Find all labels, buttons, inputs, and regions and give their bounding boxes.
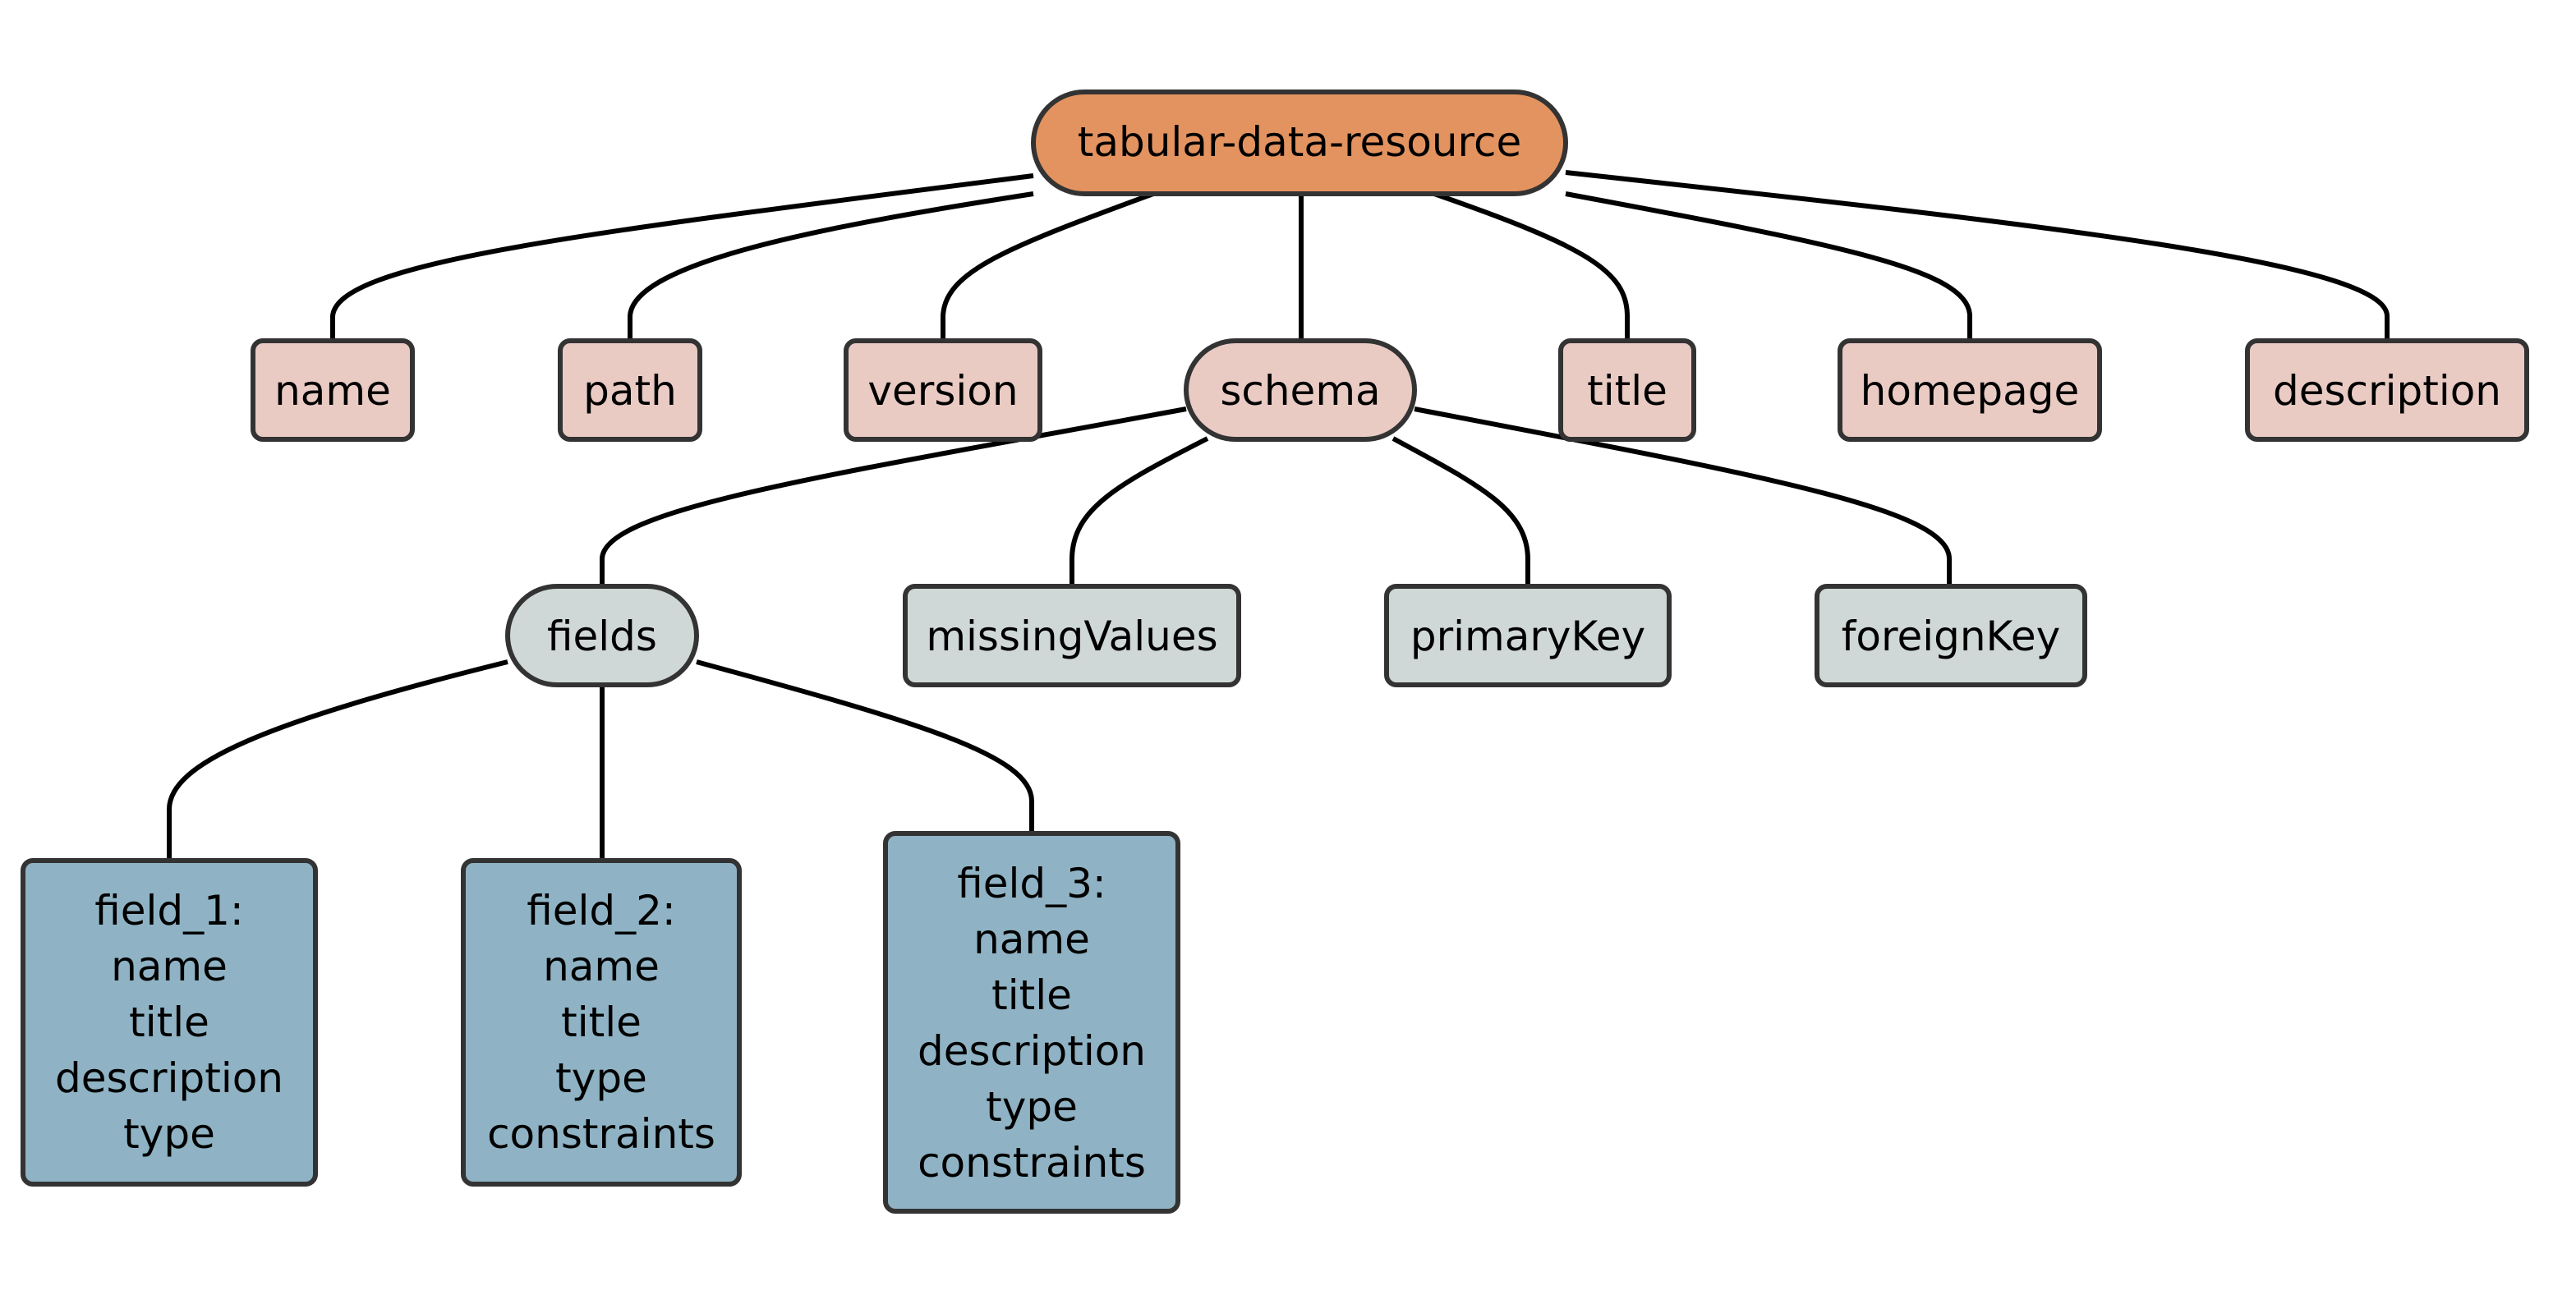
node-missingValues: missingValues	[903, 584, 1241, 687]
node-description: description	[2245, 338, 2529, 442]
node-schema: schema	[1184, 338, 1417, 442]
node-homepage: homepage	[1838, 338, 2102, 442]
node-field_3-line-5: type	[986, 1083, 1078, 1131]
node-missingValues-label: missingValues	[926, 613, 1217, 660]
node-version: version	[844, 338, 1042, 442]
node-field_2-line-1: field_2:	[527, 887, 676, 934]
node-fields-label: fields	[547, 613, 657, 660]
edge-root-version	[941, 191, 1155, 341]
edges	[167, 170, 2390, 861]
node-field_1-line-4: description	[55, 1054, 283, 1102]
edge-root-title	[1433, 191, 1630, 341]
node-version-label: version	[867, 367, 1018, 415]
node-field_3-line-1: field_3:	[957, 860, 1106, 907]
node-field_1-line-5: type	[123, 1110, 215, 1158]
node-path-label: path	[583, 367, 677, 415]
node-field_2: field_2: name title type constraints	[461, 858, 742, 1187]
node-tabular-data-resource: tabular-data-resource	[1031, 90, 1568, 196]
node-homepage-label: homepage	[1861, 367, 2080, 415]
node-field_1-line-2: name	[111, 943, 228, 990]
node-field_2-line-2: name	[543, 943, 660, 990]
node-field_1: field_1: name title description type	[21, 858, 318, 1187]
node-title: title	[1558, 338, 1696, 442]
node-field_1-line-1: field_1:	[94, 887, 244, 934]
node-name: name	[251, 338, 415, 442]
node-root-shape	[1031, 90, 1568, 196]
node-field_3-line-4: description	[918, 1027, 1146, 1075]
node-primaryKey-label: primaryKey	[1410, 613, 1645, 660]
node-field_2-line-4: type	[555, 1054, 647, 1102]
edge-fields-field_1	[167, 659, 508, 861]
edge-root-homepage	[1565, 191, 1972, 341]
node-field_2-line-5: constraints	[487, 1110, 715, 1158]
node-foreignKey: foreignKey	[1815, 584, 2087, 687]
edge-fields-field_3	[696, 659, 1034, 833]
node-field_1-line-3: title	[129, 999, 209, 1046]
node-title-label: title	[1587, 367, 1668, 415]
node-primaryKey: primaryKey	[1384, 584, 1672, 687]
edge-root-description	[1565, 170, 2390, 341]
node-field_3-line-2: name	[973, 916, 1090, 963]
node-name-label: name	[274, 367, 391, 415]
edge-schema-missingValues	[1070, 436, 1209, 586]
edge-schema-foreignKey	[1414, 406, 1952, 586]
edge-root-path	[628, 191, 1034, 341]
node-fields: fields	[505, 584, 699, 687]
node-field_2-line-3: title	[561, 999, 642, 1046]
node-schema-label: schema	[1220, 367, 1380, 415]
node-root-label: tabular-data-resource	[1078, 118, 1522, 166]
node-description-label: description	[2273, 367, 2501, 415]
node-field_3: field_3: name title description type con…	[883, 831, 1180, 1214]
node-foreignKey-label: foreignKey	[1842, 613, 2060, 660]
edge-schema-primaryKey	[1392, 436, 1530, 586]
edge-root-name	[330, 173, 1034, 341]
node-field_3-line-6: constraints	[918, 1139, 1146, 1187]
node-field_3-line-3: title	[991, 971, 1072, 1019]
node-path: path	[558, 338, 702, 442]
